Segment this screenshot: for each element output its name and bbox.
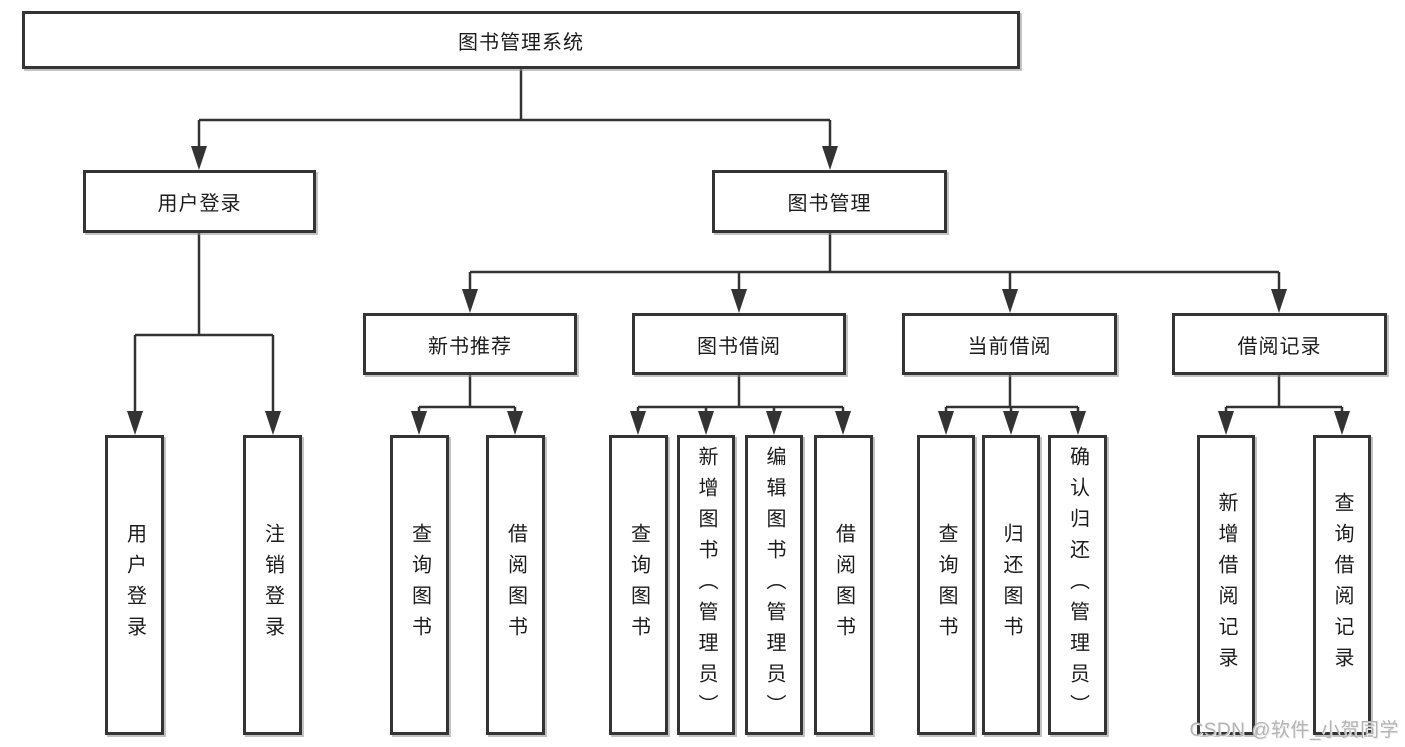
leaf-query-books-2: 查询图书 bbox=[609, 435, 668, 735]
watermark: CSDN @软件_小贺同学 bbox=[1189, 720, 1399, 741]
node-label: 新增借阅记录 bbox=[1215, 492, 1237, 678]
arrowhead bbox=[462, 289, 478, 313]
arrowhead bbox=[835, 411, 851, 435]
arrowhead bbox=[1334, 411, 1350, 435]
node-label: 图书管理 bbox=[787, 193, 872, 215]
node-label: 查询借阅记录 bbox=[1331, 492, 1353, 678]
arrowhead bbox=[1003, 411, 1019, 435]
arrowhead bbox=[411, 411, 427, 435]
node-label: 归还图书 bbox=[1000, 523, 1022, 647]
leaf-query-books-1: 查询图书 bbox=[390, 435, 449, 735]
arrowhead bbox=[698, 411, 714, 435]
arrowhead bbox=[1002, 289, 1018, 313]
leaf-user-login: 用户登录 bbox=[105, 435, 164, 735]
arrowhead bbox=[507, 411, 523, 435]
leaf-return-books: 归还图书 bbox=[982, 435, 1040, 735]
node-borrow-records: 借阅记录 bbox=[1172, 313, 1387, 375]
node-label: 查询图书 bbox=[935, 523, 957, 647]
node-label: 查询图书 bbox=[627, 523, 650, 647]
node-label: 图书借阅 bbox=[697, 335, 781, 358]
leaf-logout: 注销登录 bbox=[243, 435, 302, 735]
arrowhead bbox=[731, 289, 747, 313]
node-user-login: 用户登录 bbox=[83, 170, 316, 233]
node-current-borrow: 当前借阅 bbox=[902, 313, 1117, 375]
leaf-add-book-admin: 新增图书（管理员） bbox=[677, 435, 735, 735]
arrowhead bbox=[127, 411, 143, 435]
node-label: 图书管理系统 bbox=[458, 31, 584, 54]
node-label: 注销登录 bbox=[261, 523, 284, 647]
node-book-management: 图书管理 bbox=[712, 170, 947, 233]
node-label: 确认归还（管理员） bbox=[1066, 445, 1089, 725]
node-label: 借阅图书 bbox=[504, 523, 527, 647]
arrowhead bbox=[1070, 411, 1086, 435]
node-label: 借阅图书 bbox=[832, 523, 855, 647]
arrowhead bbox=[1271, 289, 1287, 313]
node-label: 新书推荐 bbox=[428, 335, 512, 358]
node-label: 借阅记录 bbox=[1237, 335, 1322, 358]
node-root: 图书管理系统 bbox=[22, 11, 1020, 69]
arrowhead bbox=[265, 411, 281, 435]
node-new-book-recommend: 新书推荐 bbox=[363, 313, 577, 375]
node-book-borrow: 图书借阅 bbox=[632, 313, 846, 375]
leaf-query-books-3: 查询图书 bbox=[917, 435, 975, 735]
node-label: 用户登录 bbox=[157, 193, 242, 215]
node-label: 查询图书 bbox=[408, 523, 431, 647]
arrowhead bbox=[766, 411, 782, 435]
arrowhead bbox=[630, 411, 646, 435]
arrowhead bbox=[822, 146, 838, 170]
node-label: 新增图书（管理员） bbox=[695, 445, 717, 725]
node-label: 当前借阅 bbox=[967, 335, 1052, 358]
leaf-edit-book-admin: 编辑图书（管理员） bbox=[745, 435, 803, 735]
leaf-query-borrow-record: 查询借阅记录 bbox=[1313, 435, 1371, 735]
leaf-add-borrow-record: 新增借阅记录 bbox=[1197, 435, 1255, 735]
node-label: 用户登录 bbox=[123, 523, 146, 647]
arrowhead bbox=[938, 411, 954, 435]
leaf-confirm-return-admin: 确认归还（管理员） bbox=[1048, 435, 1107, 735]
leaf-borrow-books-1: 借阅图书 bbox=[486, 435, 545, 735]
arrowhead bbox=[1218, 411, 1234, 435]
node-label: 编辑图书（管理员） bbox=[763, 445, 785, 725]
arrowhead bbox=[191, 146, 207, 170]
leaf-borrow-books-2: 借阅图书 bbox=[814, 435, 873, 735]
